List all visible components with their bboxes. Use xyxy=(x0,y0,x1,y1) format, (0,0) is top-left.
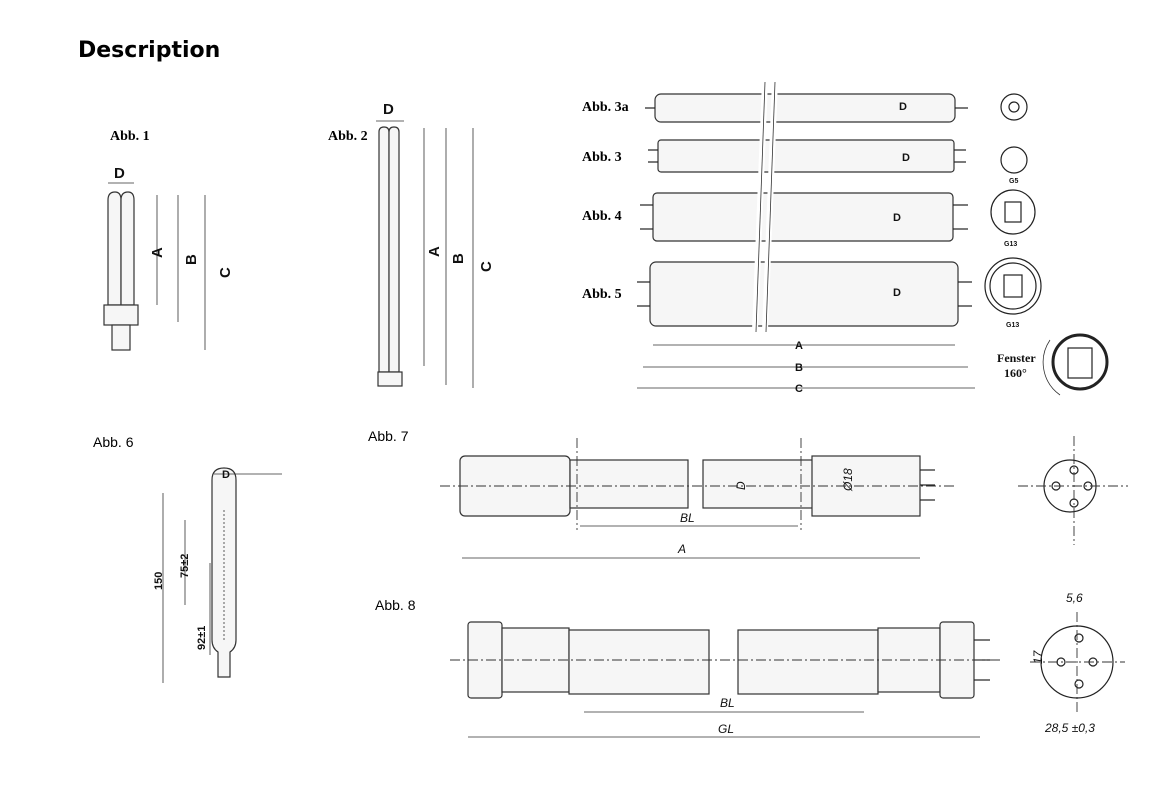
abb4-d-label: D xyxy=(893,212,901,224)
abb6-92-label: 92±1 xyxy=(196,626,208,650)
abb6-75-label: 75±2 xyxy=(179,554,191,578)
abb4-base-label: G13 xyxy=(1004,241,1017,248)
abb5-base-label: G13 xyxy=(1006,322,1019,329)
abb7-dia-label: Ø18 xyxy=(841,468,855,492)
abb3-base-label: G5 xyxy=(1009,178,1018,185)
abb7-drawing: D Ø18 BL A xyxy=(440,436,1128,559)
abb7-label: Abb. 7 xyxy=(368,428,409,444)
abb1-b-label: B xyxy=(183,254,200,265)
abb2-b-label: B xyxy=(450,253,467,264)
abb3a-d-label: D xyxy=(899,101,907,113)
abb4-label: Abb. 4 xyxy=(582,209,622,224)
fenster-angle: 160° xyxy=(1004,366,1027,380)
abb3-label: Abb. 3 xyxy=(582,150,622,165)
row-c-label: C xyxy=(795,383,803,395)
abb3-d-label: D xyxy=(902,152,910,164)
abb1-d-label: D xyxy=(114,165,125,182)
abb8-bl-label: BL xyxy=(720,696,735,710)
abb8-17-label: 17 xyxy=(1031,649,1045,664)
abb8-gl-label: GL xyxy=(718,722,734,736)
abb5-d-label: D xyxy=(893,287,901,299)
abb2-d-label: D xyxy=(383,101,394,118)
abb7-d-label: D xyxy=(734,481,748,490)
fenster-label: Fenster xyxy=(997,351,1036,365)
row-a-label: A xyxy=(795,340,803,352)
abb7-bl-label: BL xyxy=(680,511,695,525)
abb1-a-label: A xyxy=(149,247,166,258)
abb8-diameter-label: 28,5 ±0,3 xyxy=(1044,721,1095,735)
abb8-56-label: 5,6 xyxy=(1066,591,1083,605)
abb8-drawing: BL GL 5,6 17 28,5 ±0,3 xyxy=(450,591,1125,738)
abb2-label: Abb. 2 xyxy=(328,129,368,144)
abb1-c-label: C xyxy=(217,267,234,278)
abb1-drawing: D A B C xyxy=(103,165,234,351)
abb3a-label: Abb. 3a xyxy=(582,100,629,115)
abb7-a-label: A xyxy=(677,542,686,556)
abb6-150-label: 150 xyxy=(153,572,165,590)
abb5-label: Abb. 5 xyxy=(582,287,622,302)
abb6-drawing: D 150 75±2 92±1 xyxy=(153,467,282,683)
page-title: Description xyxy=(78,38,221,63)
abb6-label: Abb. 6 xyxy=(93,434,134,450)
abb6-d-label: D xyxy=(222,469,230,481)
abb2-c-label: C xyxy=(478,261,495,272)
abb8-label: Abb. 8 xyxy=(375,597,416,613)
abb2-drawing: D A B C xyxy=(376,101,495,388)
tube-row-drawing: D D G5 D G13 D G13 A B C Fenster 16 xyxy=(637,79,1109,396)
abb1-label: Abb. 1 xyxy=(110,129,150,144)
abb2-a-label: A xyxy=(426,246,443,257)
row-b-label: B xyxy=(795,362,803,374)
